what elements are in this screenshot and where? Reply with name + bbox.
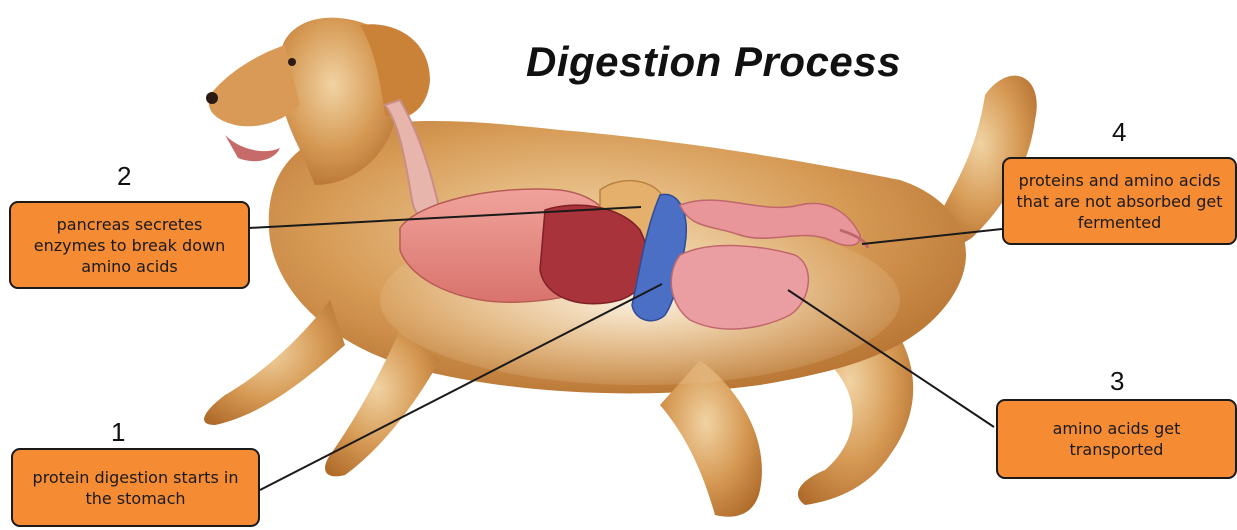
callout-step-4-text: proteins and amino acids that are not ab… bbox=[1012, 170, 1227, 233]
step-number-3: 3 bbox=[1110, 366, 1124, 397]
step-number-1: 1 bbox=[111, 417, 125, 448]
callout-step-4: proteins and amino acids that are not ab… bbox=[1002, 157, 1237, 245]
diagram-title: Digestion Process bbox=[526, 38, 901, 86]
callout-step-2-text: pancreas secretes enzymes to break down … bbox=[19, 214, 240, 277]
step-number-2: 2 bbox=[117, 161, 131, 192]
callout-step-3-text: amino acids get transported bbox=[1006, 418, 1227, 460]
callout-step-3: amino acids get transported bbox=[996, 399, 1237, 479]
step-number-4: 4 bbox=[1112, 117, 1126, 148]
callout-step-2: pancreas secretes enzymes to break down … bbox=[9, 201, 250, 289]
callout-step-1: protein digestion starts in the stomach bbox=[11, 448, 260, 527]
callout-step-1-text: protein digestion starts in the stomach bbox=[21, 467, 250, 509]
